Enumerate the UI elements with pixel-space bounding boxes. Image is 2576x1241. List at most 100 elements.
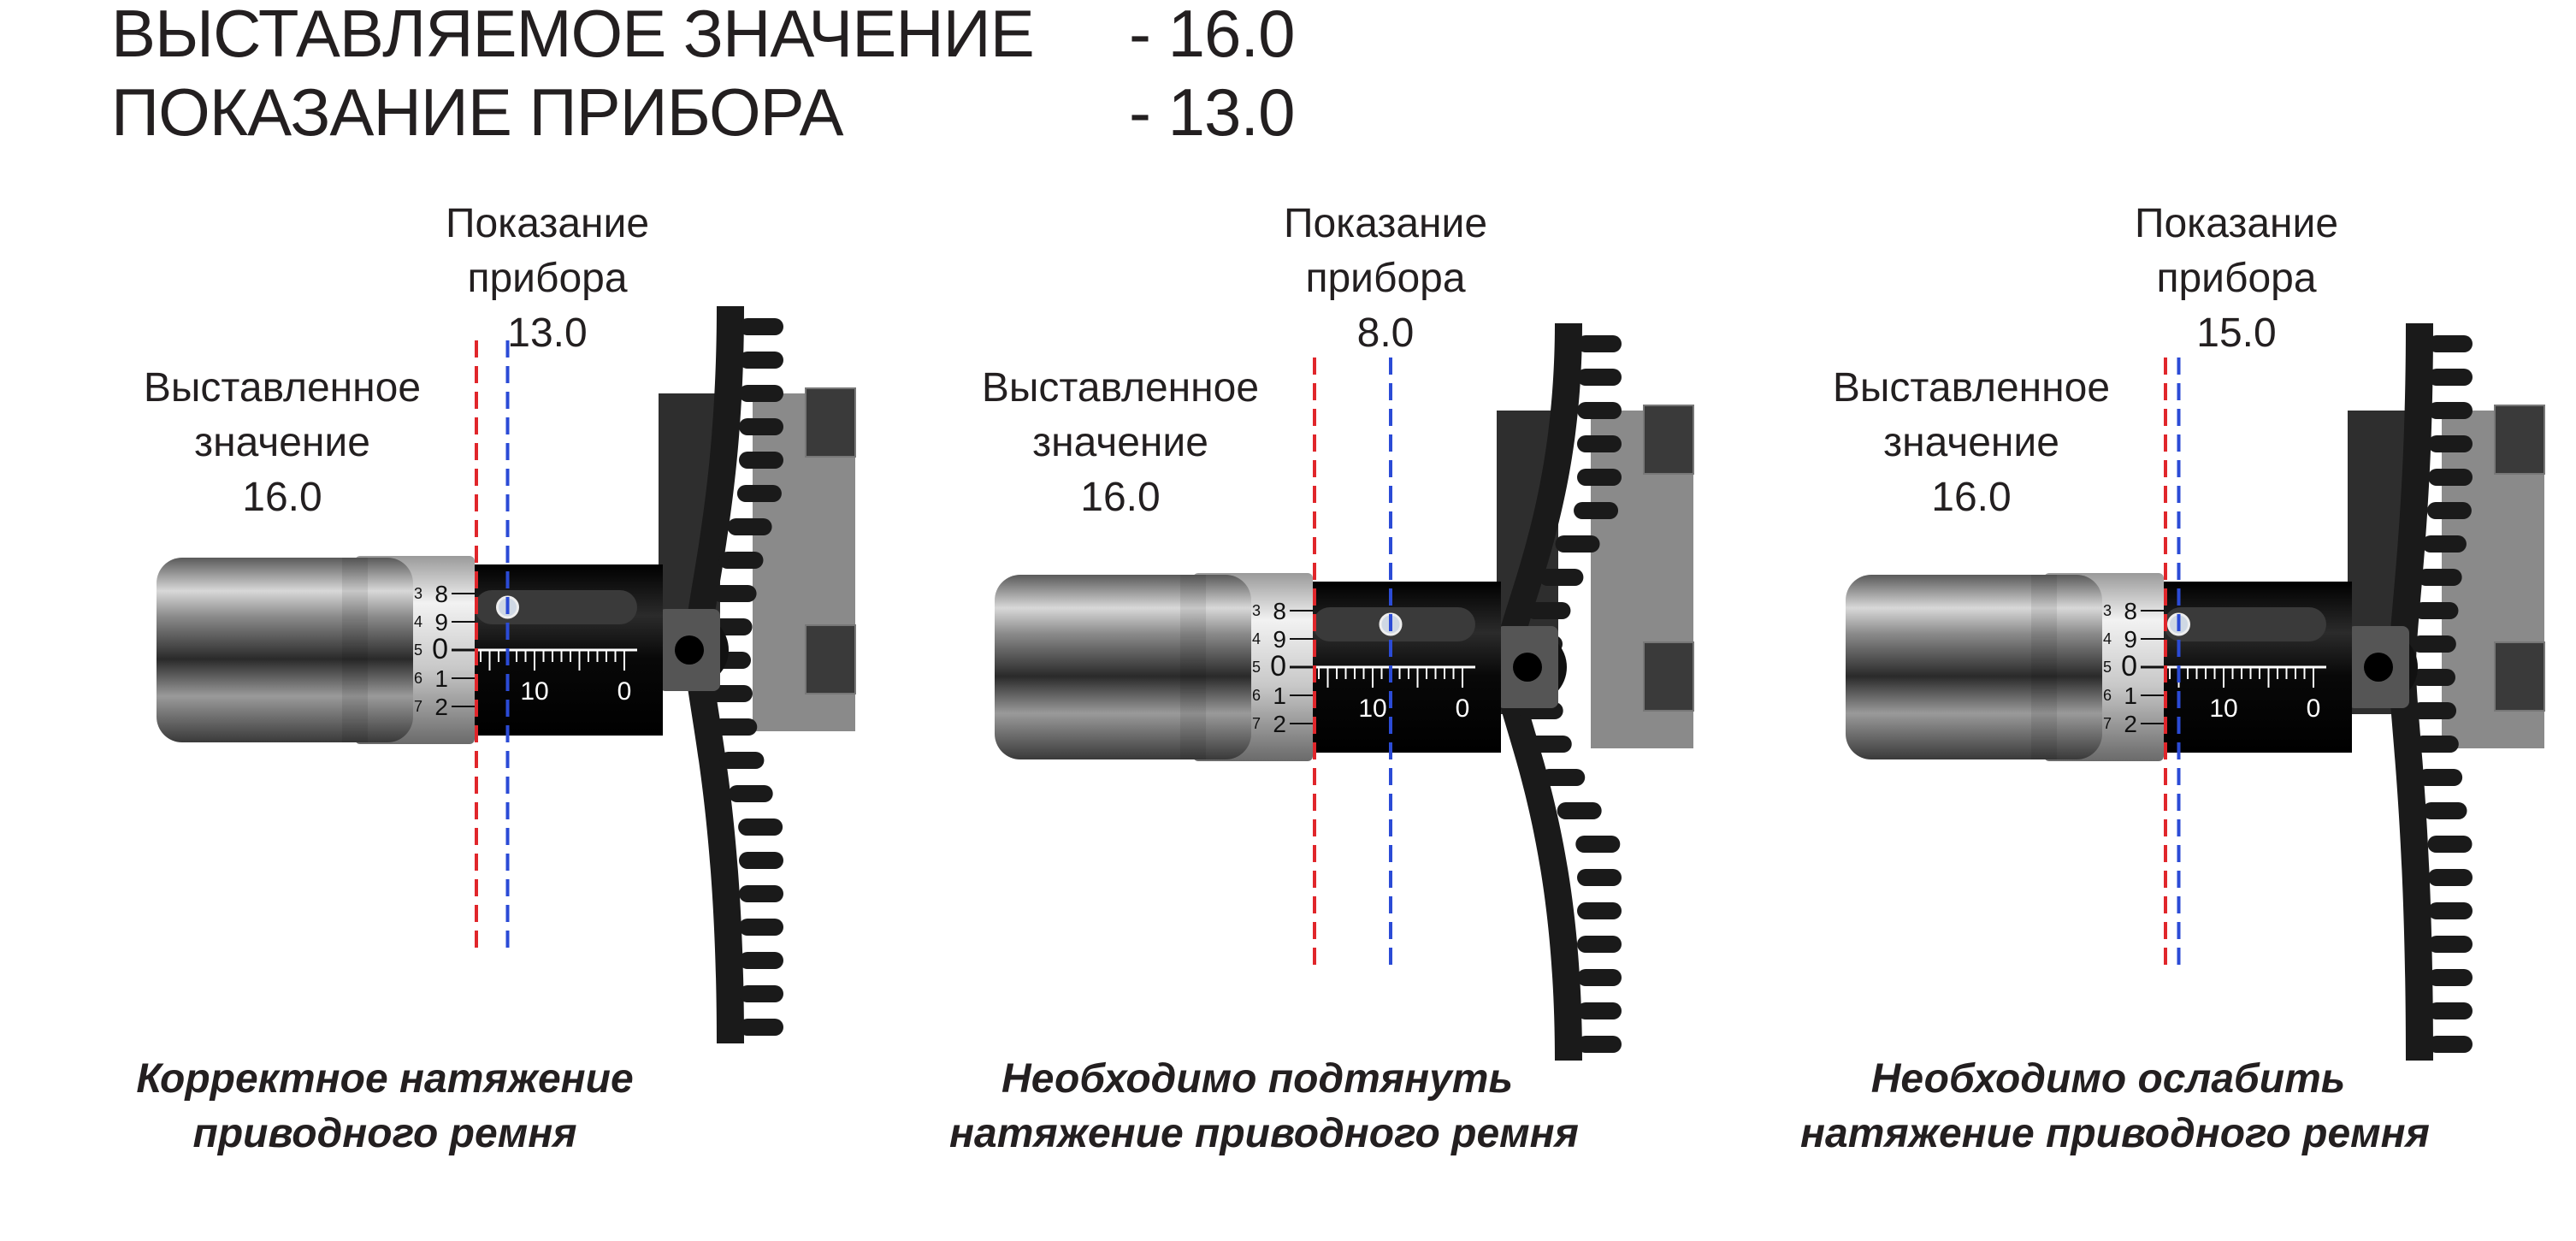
belt-tooth (739, 1019, 783, 1036)
header-reading-value: - 13.0 (1129, 74, 1295, 150)
belt-tooth (1577, 869, 1622, 886)
scale-label-0: 0 (1456, 694, 1470, 723)
knurled-grip (157, 558, 413, 742)
belt-tooth (727, 518, 772, 535)
set-title-line-2: значение (194, 420, 370, 465)
dial-label-small: 4 (414, 613, 422, 630)
reading-title-line-2: прибора (1305, 256, 1466, 301)
caption-line-1: Необходимо подтянуть (1001, 1056, 1513, 1102)
reading-title-line-1: Показание (1283, 201, 1488, 246)
dial-label-small: 4 (1252, 630, 1261, 647)
dial-label-small: 6 (1252, 687, 1261, 704)
belt-tooth (2417, 569, 2462, 586)
belt-tooth (2428, 1036, 2473, 1053)
belt-tooth (2411, 669, 2456, 686)
dial-label-small: 5 (1252, 659, 1261, 676)
dial-label: 8 (2124, 598, 2137, 624)
belt-tooth (2426, 502, 2472, 519)
belt-tooth (1557, 802, 1602, 819)
belt-tooth (739, 985, 783, 1002)
belt-tooth (1575, 836, 1621, 853)
set-title-line-2: значение (1883, 420, 2059, 465)
belt-tooth (1574, 502, 1619, 519)
dial-label: 1 (1273, 683, 1286, 709)
dial-label-small: 6 (2103, 687, 2112, 704)
belt-tooth (1540, 769, 1586, 786)
belt-tooth (2427, 836, 2473, 853)
dial-label-small: 7 (414, 698, 422, 715)
probe-pin-icon (1513, 653, 1542, 682)
belt-tooth (2428, 969, 2473, 986)
belt-tooth (2428, 369, 2473, 386)
dial-label: 2 (1273, 711, 1286, 737)
dial-label-small: 5 (414, 641, 422, 659)
dial-label-small: 3 (2103, 602, 2112, 619)
reading-annotation: Показание прибора 13.0 (411, 197, 684, 361)
dial-label: 8 (1273, 598, 1286, 624)
grip-shade (342, 558, 368, 742)
belt-tooth (719, 752, 765, 769)
belt-tooth (718, 552, 764, 569)
scale-label-10: 10 (1358, 694, 1386, 723)
belt-tooth (1577, 335, 1622, 352)
grip-shade (1180, 575, 1206, 759)
belt-tooth (1577, 369, 1622, 386)
caption-line-1: Корректное натяжение (136, 1056, 634, 1102)
knurled-grip (1846, 575, 2102, 759)
belt-tooth (2418, 769, 2463, 786)
belt-tooth (1577, 936, 1622, 953)
belt-tooth (739, 919, 783, 936)
header-reading-label: ПОКАЗАНИЕ ПРИБОРА (111, 74, 844, 150)
dial-label: 8 (434, 581, 448, 607)
belt-tooth (736, 485, 782, 502)
scale-label-10: 10 (520, 677, 548, 706)
belt-tooth (712, 585, 757, 602)
dial-label: 1 (434, 665, 448, 692)
reading-title-line-1: Показание (2134, 201, 2339, 246)
set-title-line-1: Выставленное (143, 365, 422, 411)
set-annotation: Выставленное значение 16.0 (1817, 361, 2125, 525)
clamp-block-bottom (2494, 641, 2545, 712)
knurled-grip (995, 575, 1251, 759)
caption-line-1: Необходимо ослабить (1870, 1056, 2346, 1102)
dial-label: 0 (2121, 650, 2137, 683)
grip-shade (2031, 575, 2057, 759)
belt-tooth (1577, 1036, 1622, 1053)
drive-belt (2389, 323, 2433, 1061)
panel-caption: Корректное натяжение приводного ремня (77, 1052, 693, 1161)
belt-tooth (739, 452, 783, 469)
dial-label: 1 (2124, 683, 2137, 709)
belt-tooth (739, 885, 783, 902)
belt-tooth (1577, 1002, 1622, 1019)
belt-tooth (1526, 602, 1571, 619)
set-title-line-1: Выставленное (1832, 365, 2111, 411)
reading-value: 13.0 (507, 310, 588, 356)
belt-tooth (2414, 736, 2459, 753)
drive-belt (1493, 323, 1582, 1061)
belt-tooth (2428, 936, 2473, 953)
drive-belt (684, 306, 744, 1043)
belt-tooth (712, 718, 758, 736)
belt-tooth (1577, 902, 1622, 919)
belt-tooth (2422, 802, 2467, 819)
probe-pin-icon (2364, 653, 2393, 682)
belt-tooth (2428, 1002, 2473, 1019)
dial-label-small: 5 (2103, 659, 2112, 676)
belt-tooth (1539, 569, 1584, 586)
dial-label-small: 7 (1252, 715, 1261, 732)
reading-annotation: Показание прибора 8.0 (1249, 197, 1522, 361)
belt-tooth (1527, 736, 1572, 753)
dial-label: 0 (1270, 650, 1286, 683)
belt-tooth (1555, 535, 1600, 553)
scale-label-0: 0 (617, 677, 632, 706)
header-set-value: - 16.0 (1129, 0, 1295, 71)
probe-pin-icon (675, 635, 704, 665)
indicator-slot (2164, 607, 2326, 641)
belt-tooth (707, 685, 753, 702)
reading-title-line-2: прибора (2156, 256, 2317, 301)
